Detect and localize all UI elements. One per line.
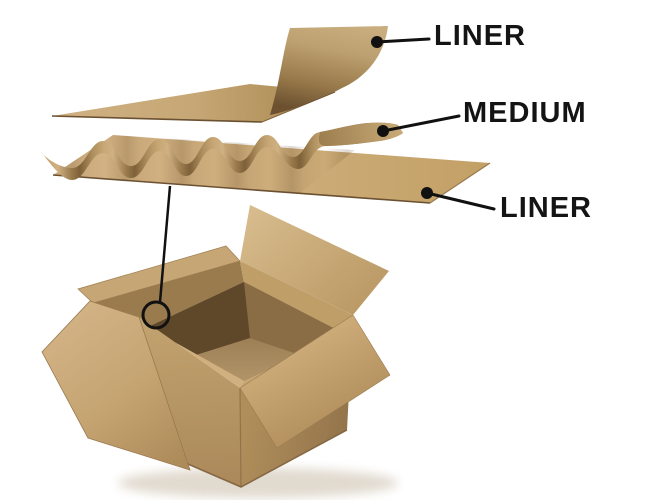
box-far-right-wall-inner: [240, 261, 353, 334]
box-left-flap: [41, 300, 191, 471]
leader-dot-liner-bottom: [421, 187, 433, 199]
bottom-liner-front-edge: [52, 174, 431, 204]
box-front-right-flap: [239, 314, 391, 449]
top-liner-curl: [270, 26, 388, 115]
box-far-left-wall-inner: [93, 261, 244, 327]
cardboard-box: [41, 205, 398, 498]
box-back-right-flap: [240, 205, 389, 315]
cross-section-callout: [141, 185, 172, 330]
box-interior-left-wall: [148, 282, 250, 355]
top-liner-sheet: [51, 26, 388, 123]
label-liner-bottom: LINER: [500, 192, 592, 224]
box-ground-shadow: [118, 468, 398, 498]
box-interior-floor: [196, 338, 318, 382]
top-liner-front-edge: [51, 115, 263, 123]
medium-wave-surface: [40, 122, 403, 180]
leader-line-liner-top: [375, 37, 431, 44]
callout-connector-line: [158, 185, 172, 303]
leader-line-liner-bottom: [425, 191, 496, 211]
box-near-left-rim: [139, 317, 244, 388]
leader-lines: [371, 36, 496, 211]
box-front-corner-edge: [239, 387, 242, 488]
medium-right-ramp: [318, 122, 403, 146]
magnifier-circle-icon: [141, 300, 171, 330]
leader-dot-medium: [377, 125, 389, 137]
leader-line-medium: [381, 114, 461, 133]
top-liner-surface: [52, 84, 335, 122]
label-medium: MEDIUM: [463, 97, 587, 129]
top-liner-right-edge: [261, 91, 336, 123]
leader-dot-liner-top: [371, 36, 383, 48]
label-liner-top: LINER: [434, 20, 526, 52]
